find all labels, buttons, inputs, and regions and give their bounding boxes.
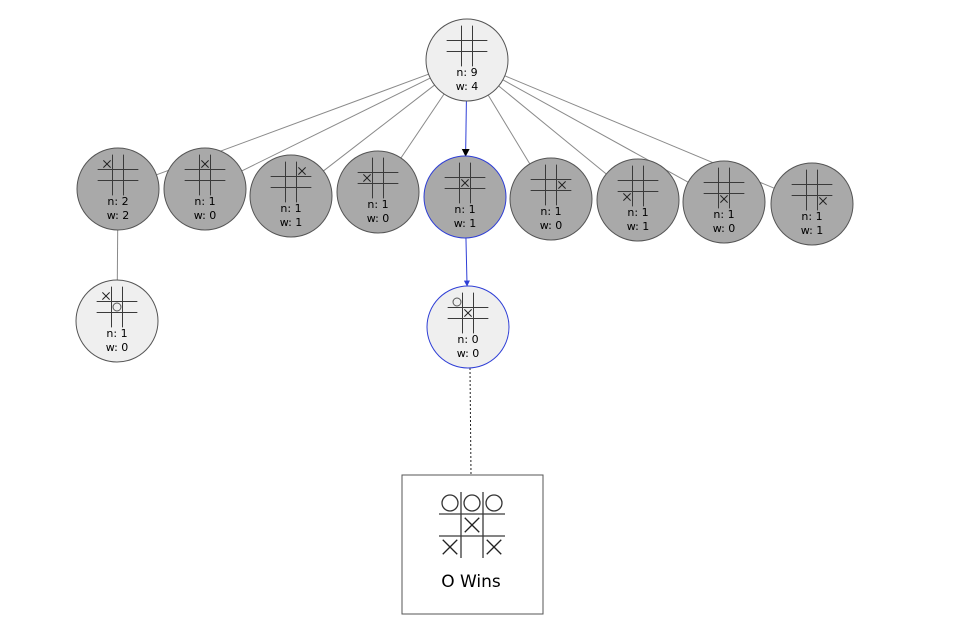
edges-layer <box>116 73 775 476</box>
x-mark-icon <box>819 197 827 205</box>
tree-edge <box>461 100 470 157</box>
x-mark-icon <box>558 181 566 189</box>
node-circle <box>163 147 247 231</box>
node-circle <box>75 279 159 363</box>
o-mark-icon <box>112 302 122 312</box>
board-icon <box>439 492 505 558</box>
x-mark-icon <box>623 193 631 201</box>
tree-node: n: 0w: 0 <box>426 285 510 369</box>
win-count-label: w: 1 <box>627 220 650 233</box>
tree-edge <box>463 237 470 287</box>
visit-count-label: n: 1 <box>280 202 301 215</box>
x-mark-icon <box>461 179 469 187</box>
result-frame <box>401 474 544 615</box>
result-box: O Wins <box>401 474 544 615</box>
win-count-label: w: 0 <box>540 219 563 232</box>
x-mark-icon <box>464 309 472 317</box>
node-circle <box>336 150 420 234</box>
result-label: O Wins <box>441 572 501 592</box>
board-icon <box>96 286 138 328</box>
tree-node: n: 1w: 1 <box>249 154 333 238</box>
tree-node: n: 1w: 0 <box>75 279 159 363</box>
visit-count-label: n: 1 <box>106 327 127 340</box>
visit-count-label: n: 1 <box>627 206 648 219</box>
visit-count-label: n: 9 <box>456 66 477 79</box>
board-icon <box>530 164 572 206</box>
board-icon <box>447 292 489 334</box>
x-mark-icon <box>102 292 110 300</box>
visit-count-label: n: 1 <box>540 205 561 218</box>
tree-node: n: 1w: 0 <box>336 150 420 234</box>
o-mark-icon <box>463 494 481 512</box>
win-count-label: w: 4 <box>456 80 479 93</box>
board-icon <box>184 154 226 196</box>
node-circle <box>770 162 854 246</box>
node-circle <box>76 147 160 231</box>
board-icon <box>357 157 399 199</box>
node-circle <box>509 157 593 241</box>
x-mark-icon <box>103 160 111 168</box>
visit-count-label: n: 1 <box>454 203 475 216</box>
board-icon <box>791 169 833 211</box>
tree-edge <box>323 84 435 172</box>
x-mark-icon <box>464 517 480 533</box>
visit-count-label: n: 0 <box>457 333 478 346</box>
tree-node: n: 1w: 0 <box>163 147 247 231</box>
rollout-edge <box>469 367 472 476</box>
tree-node: n: 1w: 1 <box>770 162 854 246</box>
win-count-label: w: 0 <box>367 212 390 225</box>
win-count-label: w: 0 <box>106 341 129 354</box>
win-count-label: w: 1 <box>454 217 477 230</box>
visit-count-label: n: 1 <box>367 198 388 211</box>
o-mark-icon <box>452 297 462 307</box>
result-layer: O Wins <box>401 474 544 615</box>
win-count-label: w: 2 <box>107 209 130 222</box>
win-count-label: w: 0 <box>194 209 217 222</box>
node-circle <box>426 285 510 369</box>
tree-node: n: 1w: 1 <box>596 158 680 242</box>
node-circle <box>682 160 766 244</box>
board-icon <box>446 25 488 67</box>
tree-node: n: 9w: 4 <box>425 18 509 102</box>
x-mark-icon <box>298 167 306 175</box>
visit-count-label: n: 2 <box>107 195 128 208</box>
win-count-label: w: 1 <box>280 216 303 229</box>
nodes-layer: n: 9w: 4n: 2w: 2n: 1w: 0n: 1w: 1n: 1w: 0… <box>75 18 854 369</box>
tree-node: n: 1w: 1 <box>423 155 507 239</box>
board-icon <box>444 162 486 204</box>
x-mark-icon <box>442 539 458 555</box>
o-mark-icon <box>441 494 459 512</box>
visit-count-label: n: 1 <box>194 195 215 208</box>
visit-count-label: n: 1 <box>801 210 822 223</box>
node-circle <box>425 18 509 102</box>
x-mark-icon <box>486 539 502 555</box>
win-count-label: w: 1 <box>801 224 824 237</box>
node-circle <box>596 158 680 242</box>
x-mark-icon <box>201 160 209 168</box>
x-mark-icon <box>363 174 371 182</box>
board-icon <box>617 165 659 207</box>
node-circle <box>249 154 333 238</box>
o-mark-icon <box>485 494 503 512</box>
tree-node: n: 2w: 2 <box>76 147 160 231</box>
tree-edge <box>241 77 431 172</box>
tree-node: n: 1w: 0 <box>509 157 593 241</box>
tree-edge <box>400 93 445 159</box>
tree-edge <box>498 85 607 175</box>
board-icon <box>270 161 312 203</box>
board-icon <box>703 167 745 209</box>
node-circle <box>423 155 507 239</box>
tree-node: n: 1w: 0 <box>682 160 766 244</box>
tree-edge <box>487 94 531 165</box>
x-mark-icon <box>720 195 728 203</box>
win-count-label: w: 0 <box>457 347 480 360</box>
visit-count-label: n: 1 <box>713 208 734 221</box>
board-icon <box>97 154 139 196</box>
win-count-label: w: 0 <box>713 222 736 235</box>
